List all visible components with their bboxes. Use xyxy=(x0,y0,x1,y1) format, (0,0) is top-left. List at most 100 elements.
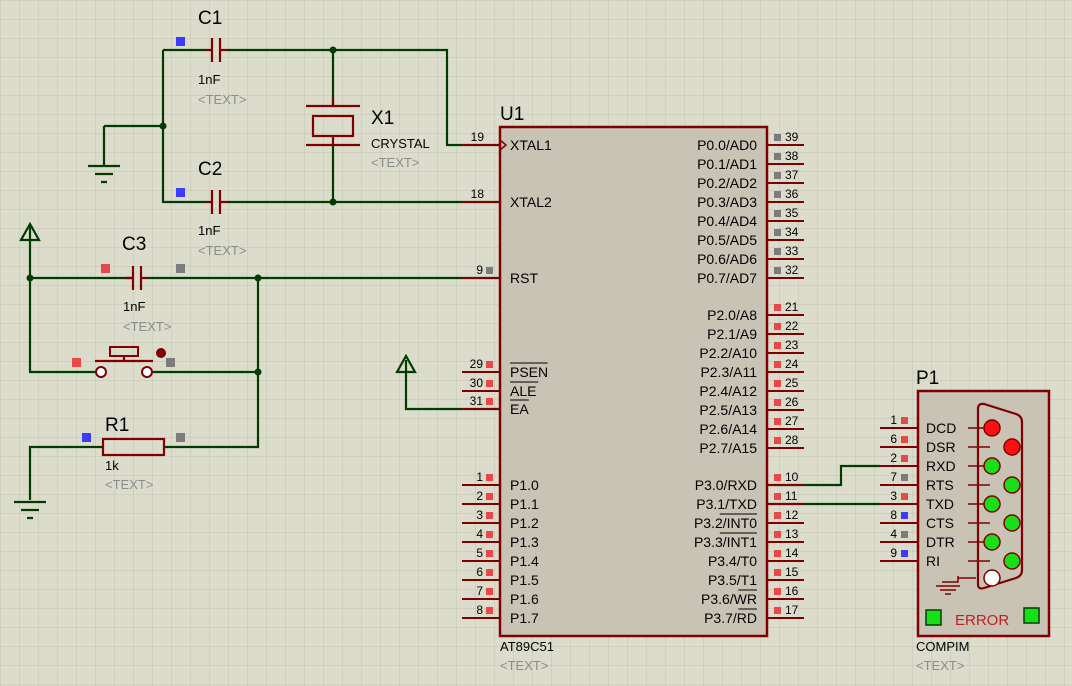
power-terminal-symbol[interactable] xyxy=(395,353,417,374)
c2-text-placeholder: <TEXT> xyxy=(198,243,246,258)
pin-marker xyxy=(486,398,493,405)
p1-leds xyxy=(983,419,1021,587)
pin-number: 6 xyxy=(476,565,483,579)
pin-marker xyxy=(774,493,781,500)
capacitor-c1[interactable]: C1 1nF <TEXT> xyxy=(176,8,246,107)
reset-push-button[interactable] xyxy=(72,346,175,378)
pin-number: 23 xyxy=(785,338,799,352)
pin-marker xyxy=(901,436,908,443)
crystal-x1[interactable]: X1 CRYSTAL <TEXT> xyxy=(306,98,430,170)
pin-marker xyxy=(774,418,781,425)
pin-number: 14 xyxy=(785,546,799,560)
resistor-r1[interactable]: R1 1k <TEXT> xyxy=(82,415,185,492)
pin-label: RST xyxy=(510,270,538,286)
pin-label: P2.4/A12 xyxy=(699,383,757,399)
wire-junctions xyxy=(26,46,337,376)
pin-number: 3 xyxy=(890,489,897,503)
pin-marker xyxy=(486,361,493,368)
pin-number: 18 xyxy=(471,187,485,201)
pin-number: 37 xyxy=(785,168,799,182)
pin-label: CTS xyxy=(926,515,954,531)
pin-marker xyxy=(486,550,493,557)
pin-label: XTAL1 xyxy=(510,137,552,153)
pin-marker xyxy=(774,474,781,481)
wires xyxy=(28,48,880,506)
chip-body xyxy=(498,125,769,638)
r1-text-placeholder: <TEXT> xyxy=(105,477,153,492)
pin-label: EA xyxy=(510,401,529,417)
pin-marker xyxy=(774,512,781,519)
capacitor-c2[interactable]: C2 1nF <TEXT> xyxy=(176,159,246,258)
pin-marker xyxy=(774,267,781,274)
pin-label: XTAL2 xyxy=(510,194,552,210)
pin-marker xyxy=(166,358,175,367)
pin-marker xyxy=(774,323,781,330)
pin-number: 16 xyxy=(785,584,799,598)
pin-marker xyxy=(774,304,781,311)
pin-marker xyxy=(486,380,493,387)
power-terminal-symbol[interactable] xyxy=(19,221,41,242)
signal-led-green xyxy=(983,495,1001,513)
ground-symbol[interactable] xyxy=(88,164,120,184)
pin-label: P1.6 xyxy=(510,591,539,607)
pin-number: 1 xyxy=(890,413,897,427)
ground-symbol[interactable] xyxy=(14,500,46,520)
p1-part-name: COMPIM xyxy=(916,639,969,654)
capacitor-c3[interactable]: C3 1nF <TEXT> xyxy=(101,234,185,334)
c1-reference: C1 xyxy=(198,8,222,29)
pin-number: 30 xyxy=(470,376,484,390)
rx-status-indicator xyxy=(925,609,942,626)
db9-connector-outline xyxy=(976,402,1024,590)
pin-label: P0.6/AD6 xyxy=(697,251,757,267)
pin-number: 7 xyxy=(476,584,483,598)
